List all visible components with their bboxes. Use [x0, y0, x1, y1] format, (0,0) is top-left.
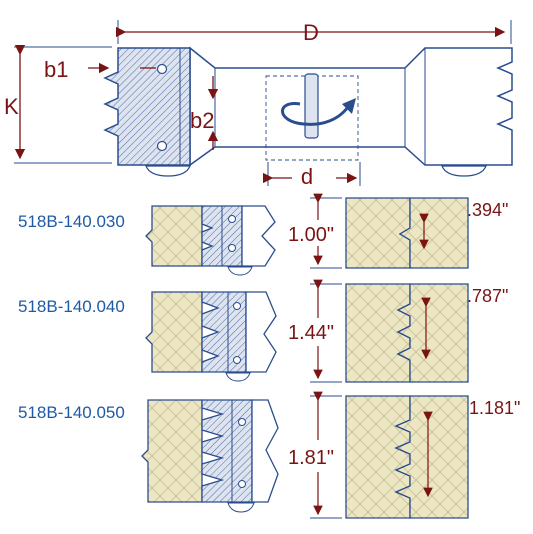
- screw-head: [441, 165, 487, 177]
- screw-hole: [233, 302, 241, 310]
- screw-hole: [156, 63, 168, 75]
- part-number: 518B-140.050: [18, 403, 125, 422]
- cutter-block: [103, 47, 191, 166]
- variant-row-1: 518B-140.030 1.00" .394": [18, 193, 508, 276]
- rotation-arrow-icon: [281, 102, 352, 126]
- part-number: 518B-140.030: [18, 212, 125, 231]
- screw-hole: [233, 356, 241, 364]
- joint-right-board: [396, 283, 469, 383]
- depth-label: .787": [467, 286, 508, 306]
- screw-head: [227, 266, 253, 276]
- wood-piece: [145, 291, 203, 373]
- joint-left-board: [345, 197, 411, 269]
- shaft-pin: [304, 73, 319, 139]
- shaft-stub: [251, 399, 279, 503]
- height-label: 1.81": [288, 447, 334, 469]
- screw-head: [145, 165, 191, 177]
- cutter-profile: [201, 291, 247, 373]
- rotation-arrow-head: [342, 98, 356, 114]
- screw-hole: [238, 418, 246, 426]
- top-assembly: D K b1 b2 d: [4, 20, 513, 189]
- shaft-stub: [241, 205, 276, 267]
- joint-left-board: [345, 395, 411, 519]
- screw-hole: [156, 140, 168, 152]
- height-label: 1.00": [288, 224, 334, 246]
- depth-label: 1.181": [469, 398, 520, 418]
- label-D: D: [303, 20, 319, 45]
- label-b1: b1: [44, 57, 68, 82]
- screw-hole: [228, 215, 236, 223]
- label-b2: b2: [190, 108, 214, 133]
- wood-piece: [145, 205, 203, 267]
- label-d: d: [301, 164, 313, 189]
- screw-hole: [228, 244, 236, 252]
- screw-head: [225, 372, 251, 382]
- variant-row-3: 518B-140.050 1.81" 1.181": [18, 391, 520, 519]
- cutter-profile: [201, 399, 253, 503]
- depth-label: .394": [467, 200, 508, 220]
- joint-right-board: [398, 197, 469, 269]
- part-number: 518B-140.040: [18, 297, 125, 316]
- wood-piece: [141, 399, 203, 503]
- screw-hole: [238, 480, 246, 488]
- screw-head: [227, 502, 255, 513]
- variant-row-2: 518B-140.040 1.44" .787": [18, 279, 508, 383]
- shaft-stub: [245, 291, 277, 373]
- height-label: 1.44": [288, 322, 334, 344]
- label-K: K: [4, 94, 19, 119]
